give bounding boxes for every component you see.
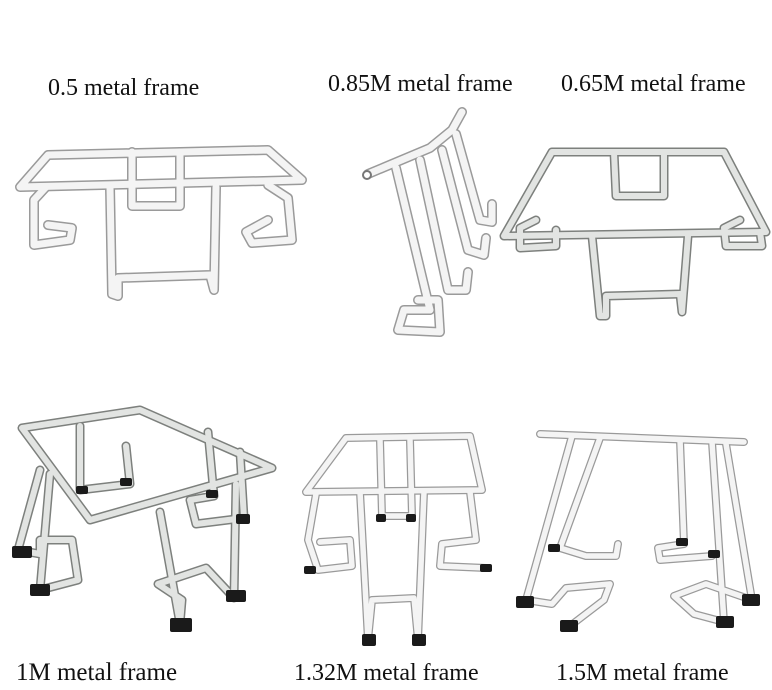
label-0-5-frame: 0.5 metal frame — [48, 75, 200, 101]
label-1m-frame: 1M metal frame — [16, 659, 178, 686]
label-1-5m-frame: 1.5M metal frame — [556, 660, 729, 686]
label-0-85m-frame: 0.85M metal frame — [328, 71, 513, 97]
label-0-65m-frame: 0.65M metal frame — [561, 71, 746, 97]
label-1-32m-frame: 1.32M metal frame — [294, 660, 479, 686]
